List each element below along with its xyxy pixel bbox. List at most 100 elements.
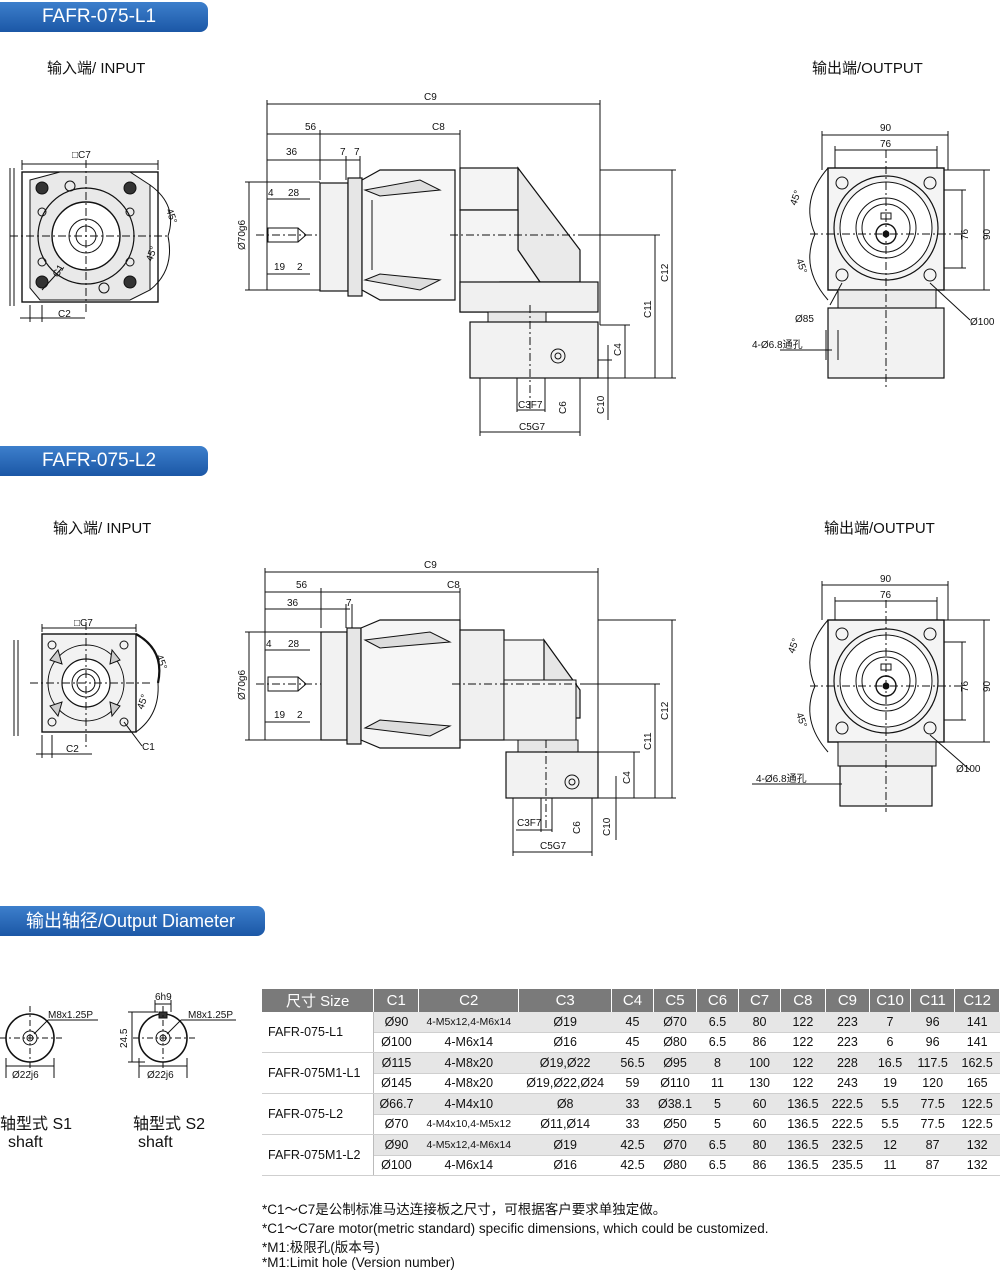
cell-c7: 86 — [738, 1155, 781, 1176]
cell-c3: Ø19,Ø22,Ø24 — [518, 1073, 612, 1094]
cell-c4: 56.5 — [611, 1052, 654, 1074]
cell-c4: 45 — [611, 1032, 654, 1053]
output-label-l1: 输出端/OUTPUT — [812, 60, 923, 77]
cell-c6: 5 — [696, 1114, 739, 1135]
cell-c2: 4-M8x20 — [418, 1073, 519, 1094]
l1-out-dim-90: 90 — [880, 123, 892, 134]
model-cell: FAFR-075M1-L2 — [262, 1134, 375, 1176]
cell-c9: 223 — [825, 1012, 870, 1033]
input-label-l1: 输入端/ INPUT — [47, 60, 146, 77]
header-c5: C5 — [653, 989, 697, 1012]
note-1: *C1～C7是公制标准马达连接板之尺寸，可根据客户要求单独定做。 — [262, 1202, 667, 1217]
l2-dim-c5g7: C5G7 — [540, 841, 567, 852]
cell-c10: 5.5 — [869, 1114, 911, 1135]
model-cell: FAFR-075-L2 — [262, 1093, 375, 1135]
l2-dim-c7: □C7 — [74, 618, 93, 629]
l2-out-angle-a: 45° — [786, 637, 802, 655]
l1-dim-c2: C2 — [58, 309, 71, 320]
shaft-diagrams: M8x1.25P Ø22j6 6h9 M8x1.25P 24.5 Ø22j6 — [0, 992, 236, 1081]
cell-c6: 6.5 — [696, 1134, 739, 1156]
l2-dim-28: 28 — [288, 639, 300, 650]
cell-c2: 4-M8x20 — [418, 1052, 519, 1074]
cell-c9: 243 — [825, 1073, 870, 1094]
l1-dim-phi70: Ø70g6 — [237, 220, 248, 250]
cell-c8: 136.5 — [780, 1093, 826, 1115]
cell-c2: 4-M6x14 — [418, 1155, 519, 1176]
l2-dim-c10: C10 — [602, 817, 613, 836]
cell-c7: 100 — [738, 1052, 781, 1074]
l1-dim-angle-b: 45° — [144, 245, 160, 263]
l2-dim-7: 7 — [346, 598, 352, 609]
l1-out-holes: 4-Ø6.8通孔 — [752, 339, 803, 351]
s2-thread-label: M8x1.25P — [188, 1010, 233, 1021]
cell-c9: 223 — [825, 1032, 870, 1053]
l1-dim-angle-a: 45° — [163, 207, 179, 225]
l1-dim-c3f7: C3F7 — [518, 400, 543, 411]
l1-out-angle-a: 45° — [788, 189, 804, 207]
cell-c10: 5.5 — [869, 1093, 911, 1115]
l2-out-angle-b: 45° — [793, 711, 809, 729]
cell-c12: 141 — [954, 1012, 1000, 1033]
header-c2: C2 — [418, 989, 520, 1012]
cell-c5: Ø110 — [653, 1073, 697, 1094]
l2-dim-c6: C6 — [572, 821, 583, 834]
cell-c3: Ø8 — [518, 1093, 612, 1115]
header-c3: C3 — [518, 989, 612, 1012]
cell-c10: 7 — [869, 1012, 911, 1033]
cell-c6: 6.5 — [696, 1012, 739, 1033]
table-row: FAFR-075-L1 Ø90 4-M5x12,4-M6x14 Ø19 45 Ø… — [262, 1012, 1000, 1053]
cell-c11: 96 — [910, 1012, 955, 1033]
l2-dim-angle-b: 45° — [135, 693, 151, 711]
l1-dim-c4: C4 — [613, 343, 624, 356]
cell-c3: Ø19,Ø22 — [518, 1052, 612, 1074]
l2-out-dim-76: 76 — [880, 590, 892, 601]
model-cell: FAFR-075M1-L1 — [262, 1052, 375, 1094]
cell-c3: Ø11,Ø14 — [518, 1114, 612, 1135]
section-tag-l1: FAFR-075-L1 — [0, 2, 208, 32]
shaft-s2-name: 轴型式 S2 — [133, 1116, 206, 1133]
note-4: *M1:Limit hole (Version number) — [262, 1255, 455, 1270]
cell-c6: 5 — [696, 1093, 739, 1115]
cell-c3: Ø16 — [518, 1155, 612, 1176]
header-c1: C1 — [373, 989, 420, 1012]
cell-c9: 222.5 — [825, 1114, 870, 1135]
cell-c2: 4-M5x12,4-M6x14 — [418, 1134, 519, 1156]
s2-height-label: 24.5 — [119, 1028, 130, 1048]
l2-side-view — [245, 568, 676, 856]
header-c10: C10 — [869, 989, 911, 1012]
cell-c10: 6 — [869, 1032, 911, 1053]
l1-input-view — [9, 160, 172, 322]
l1-out-dim-phi85: Ø85 — [795, 314, 814, 325]
cell-c11: 120 — [910, 1073, 955, 1094]
cell-c4: 42.5 — [611, 1155, 654, 1176]
l1-dim-4: 4 — [268, 188, 274, 199]
cell-c12: 132 — [954, 1134, 1000, 1156]
table-row: Ø70 4-M4x10,4-M5x12 Ø11,Ø14 33 Ø50 5 60 … — [262, 1114, 1000, 1135]
header-c7: C7 — [738, 989, 782, 1012]
l1-dim-c9: C9 — [424, 92, 437, 103]
cell-c8: 122 — [780, 1012, 826, 1033]
cell-c2: 4-M5x12,4-M6x14 — [418, 1012, 519, 1033]
cell-c5: Ø50 — [653, 1114, 697, 1135]
input-label-l2: 输入端/ INPUT — [53, 520, 152, 537]
section-tag-l2: FAFR-075-L2 — [0, 446, 208, 476]
l2-dim-4: 4 — [266, 639, 272, 650]
cell-c12: 165 — [954, 1073, 1000, 1094]
model-cell: FAFR-075-L1 — [262, 1012, 375, 1053]
cell-c11: 87 — [910, 1134, 955, 1156]
section-tag-output-diameter: 输出轴径/Output Diameter — [0, 906, 265, 936]
l1-out-dim-76: 76 — [880, 139, 892, 150]
l1-dim-36: 36 — [286, 147, 298, 158]
cell-c12: 162.5 — [954, 1052, 1000, 1074]
cell-c12: 141 — [954, 1032, 1000, 1053]
cell-c7: 60 — [738, 1114, 781, 1135]
cell-c8: 122 — [780, 1073, 826, 1094]
note-2: *C1～C7are motor(metric standard) specifi… — [262, 1221, 769, 1236]
cell-c9: 232.5 — [825, 1134, 870, 1156]
header-c8: C8 — [780, 989, 826, 1012]
header-c4: C4 — [611, 989, 655, 1012]
cell-c9: 228 — [825, 1052, 870, 1074]
table-row: Ø100 4-M6x14 Ø16 42.5 Ø80 6.5 86 136.5 2… — [262, 1155, 1000, 1176]
cell-c1: Ø90 — [373, 1012, 419, 1033]
cell-c4: 42.5 — [611, 1134, 654, 1156]
